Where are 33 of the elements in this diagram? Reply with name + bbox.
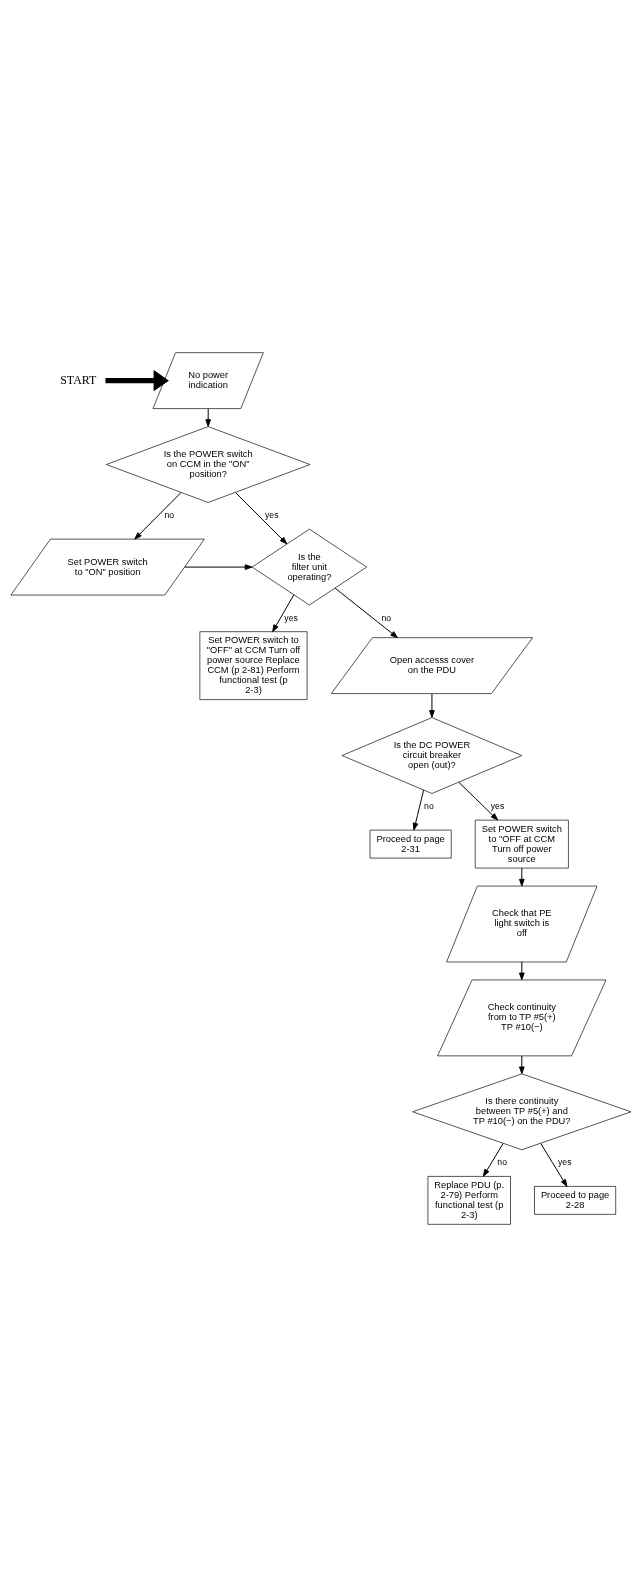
node-diamond: Is the POWER switch on CCM in the "ON" position? xyxy=(105,426,311,503)
edge-label: no xyxy=(164,510,175,521)
arrow xyxy=(272,594,295,633)
node-box: Proceed to page 2-28 xyxy=(534,1186,617,1215)
arrow xyxy=(412,789,425,831)
arrow xyxy=(334,587,398,639)
node-box: Replace PDU (p. 2-79) Perform functional test (p 2-3) xyxy=(427,1176,511,1225)
arrow xyxy=(105,369,169,392)
arrow xyxy=(519,1055,525,1075)
edge-label: yes xyxy=(284,612,298,623)
edge-label: no xyxy=(381,612,392,623)
edge-label: no xyxy=(497,1157,507,1168)
edge-label: yes xyxy=(490,801,505,812)
arrow xyxy=(540,1142,568,1187)
arrow xyxy=(205,408,211,427)
arrow xyxy=(429,693,435,718)
arrow xyxy=(519,961,525,981)
node-diamond: Is the DC POWER circuit breaker open (out)? xyxy=(341,717,523,794)
edge-label: yes xyxy=(265,510,279,521)
node-text: START xyxy=(60,372,97,387)
node-box: Set POWER switch to "OFF at CCM Turn off power source xyxy=(474,819,569,869)
node-diamond: Is there continuity between TP #5(+) and TP #10(−) on the PDU? xyxy=(412,1073,632,1151)
node-box: Set POWER switch to "OFF" at CCM Turn off power source Replace CCM (p 2-81) Perform functional test (p 2-3) xyxy=(199,631,308,700)
arrow xyxy=(458,781,499,821)
edge-label: no xyxy=(424,801,434,812)
node-diamond: Is the filter unit operating? xyxy=(251,528,367,606)
arrow xyxy=(482,1142,504,1177)
arrow xyxy=(235,492,288,545)
node-box: Proceed to page 2-31 xyxy=(369,829,452,859)
arrow xyxy=(184,564,253,570)
edge-label: yes xyxy=(558,1157,572,1168)
arrow xyxy=(134,492,182,540)
arrow xyxy=(519,867,525,887)
